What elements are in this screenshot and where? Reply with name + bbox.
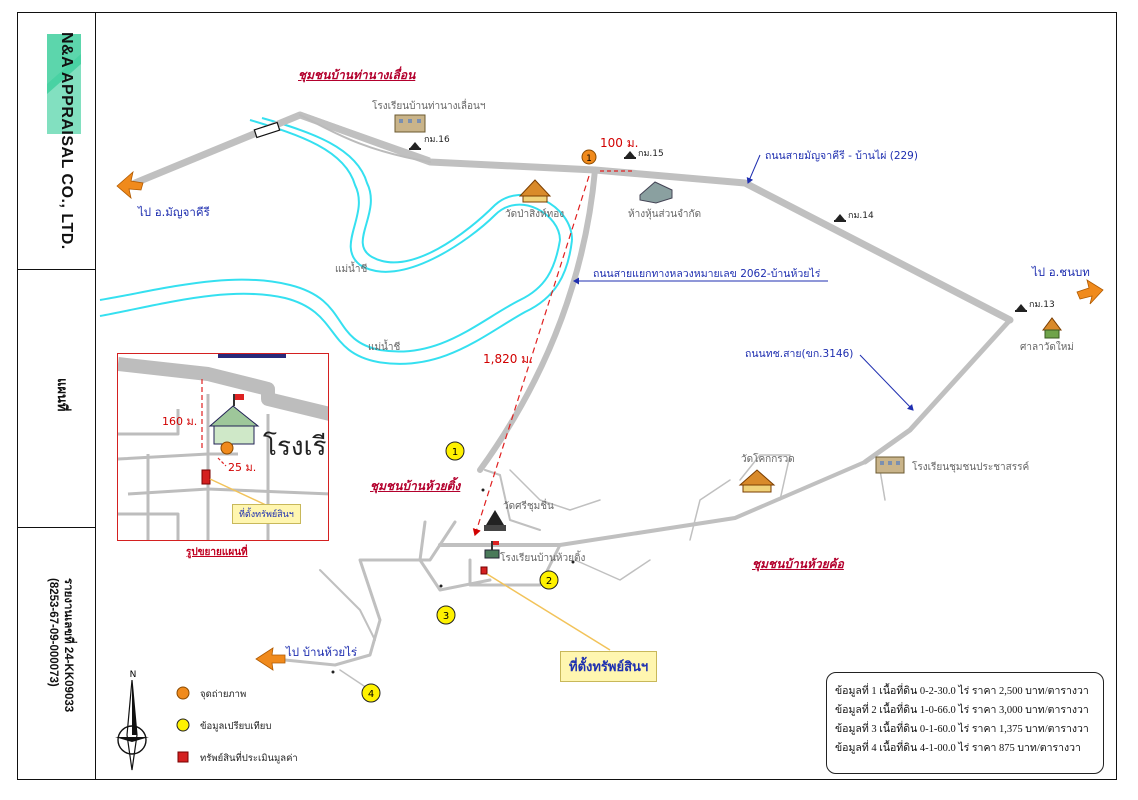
comparable-markers: 1 2 3 4 <box>331 441 575 703</box>
hwy229-leader <box>746 154 761 184</box>
arrow-west-icon <box>116 170 144 200</box>
distance-100-label: 100 ม. <box>600 136 639 150</box>
sala-icon <box>1042 317 1062 339</box>
sidebar-section-cell: แผนที่ <box>17 270 95 528</box>
property-marker <box>480 566 488 575</box>
comparable-1-icon <box>445 441 465 461</box>
inset-property-marker <box>201 469 211 485</box>
store-label: ห้างหุ้นส่วนจำกัด <box>628 209 702 220</box>
sala-label: ศาลาวัดใหม่ <box>1020 342 1074 353</box>
legend-property-icon <box>177 751 189 763</box>
sidebar-company-cell: N&A APPRAISAL CO., LTD. <box>17 12 95 270</box>
legend-property-label: ทรัพย์สินที่ประเมินมูลค่า <box>200 753 298 764</box>
legend-comparable-label: ข้อมูลเปรียบเทียบ <box>200 721 272 732</box>
comparable-info-3: ข้อมูลที่ 3 เนื้อที่ดิน 0-1-60.0 ไร่ ราค… <box>835 724 1089 735</box>
svg-text:4: 4 <box>368 689 374 700</box>
inset-distance-25-line <box>217 457 227 467</box>
distance-1820-line <box>472 175 590 537</box>
school-north-label: โรงเรียนบ้านท่านางเลื่อนฯ <box>372 101 486 112</box>
property-leader <box>486 573 611 651</box>
km15-label: กม.15 <box>638 149 664 159</box>
comparable-info-box: ข้อมูลที่ 1 เนื้อที่ดิน 0-2-30.0 ไร่ ราค… <box>826 672 1104 774</box>
sidebar: N&A APPRAISAL CO., LTD. แผนที่ รายงานเลข… <box>17 12 96 780</box>
distance-1820-label: 1,820 ม. <box>483 352 533 366</box>
property-location-label: ที่ตั้งทรัพย์สินฯ <box>560 651 658 682</box>
svg-text:2: 2 <box>546 576 552 587</box>
school-east-label: โรงเรียนชุมชนประชาสรรค์ <box>912 462 1030 473</box>
km16-label: กม.16 <box>424 135 450 145</box>
km14-label: กม.14 <box>848 211 874 221</box>
store-icon <box>639 181 673 204</box>
km13-label: กม.13 <box>1029 300 1055 310</box>
bridge <box>253 121 281 139</box>
direction-east-label: ไป อ.ชนบท <box>1032 265 1090 279</box>
legend-photo-icon <box>176 686 190 700</box>
river-label-1: แม่น้ำชี <box>335 264 368 275</box>
inset-distance-160-label: 160 ม. <box>162 415 198 428</box>
school-center-label: โรงเรียนบ้านห้วยติ้ง <box>500 553 586 564</box>
comparable-2-icon <box>539 570 559 590</box>
svg-text:3: 3 <box>443 611 449 622</box>
community-center-label: ชุมชนบ้านห้วยติ้ง <box>370 479 461 493</box>
map-frame <box>17 12 1117 780</box>
north-arrow-icon: N <box>115 670 149 771</box>
river-chi <box>99 117 573 365</box>
school-north-icon <box>394 114 426 133</box>
temple-center-label: วัดศรีชุมชื่น <box>503 501 554 512</box>
comparable-3-icon <box>436 605 456 625</box>
rural-road-label: ถนนทช.สาย(ขก.3146) <box>745 348 854 360</box>
km-marker-icons <box>409 142 1027 312</box>
branch-road-label: ถนนสายแยกทางหลวงหมายเลข 2062-บ้านห้วยไร่ <box>593 268 821 280</box>
temple-east-label: วัดโคกกรวด <box>741 454 795 465</box>
temple-sing-icon <box>518 179 552 203</box>
temple-sing-label: วัดป่าสิงห์ทอง <box>505 209 565 220</box>
hwy229-label: ถนนสายมัญจาคีรี - บ้านไผ่ (229) <box>765 150 918 162</box>
comparable-info-4: ข้อมูลที่ 4 เนื้อที่ดิน 4-1-00.0 ไร่ ราค… <box>835 743 1081 754</box>
photo-point-label: 1 <box>586 154 592 164</box>
svg-text:1: 1 <box>452 447 458 458</box>
school-center-icon <box>484 541 500 559</box>
temple-east-icon <box>738 469 776 493</box>
comparable-4-icon <box>361 683 381 703</box>
legend-photo-label: จุดถ่ายภาพ <box>200 689 247 700</box>
inset-map: โรงเรียน 160 ม. 25 ม. ที่ตั้งทรัพย์สินฯ <box>117 353 329 541</box>
river-label-2: แม่น้ำชี <box>368 342 401 353</box>
community-east-label: ชุมชนบ้านห้วยค้อ <box>752 557 844 571</box>
inset-school-icon <box>208 394 260 445</box>
rural-road-leader <box>859 354 914 411</box>
company-logo <box>47 34 81 134</box>
comparable-info-2: ข้อมูลที่ 2 เนื้อที่ดิน 1-0-66.0 ไร่ ราค… <box>835 705 1089 716</box>
direction-southwest-label: ไป บ้านห้วยไร่ <box>286 645 358 659</box>
inset-distance-25-label: 25 ม. <box>228 461 257 474</box>
school-east-icon <box>875 456 905 474</box>
inset-caption: รูปขยายแผนที่ <box>186 547 248 558</box>
arrow-southwest-icon <box>255 647 286 671</box>
inset-photo-point-icon <box>220 441 234 455</box>
inset-school-label: โรงเรียน <box>263 431 328 461</box>
photo-point-icon <box>581 149 597 165</box>
inset-canvas <box>118 354 328 540</box>
arrow-east-icon <box>1076 279 1104 305</box>
legend-comparable-icon <box>176 718 190 732</box>
temple-center-icon <box>484 510 506 531</box>
svg-text:N: N <box>130 670 137 680</box>
community-north-label: ชุมชนบ้านท่านางเลื่อน <box>298 68 416 82</box>
inset-property-label: ที่ตั้งทรัพย์สินฯ <box>232 504 301 524</box>
direction-west-label: ไป อ.มัญจาคีรี <box>138 205 210 219</box>
comparable-info-1: ข้อมูลที่ 1 เนื้อที่ดิน 0-2-30.0 ไร่ ราค… <box>835 686 1089 697</box>
